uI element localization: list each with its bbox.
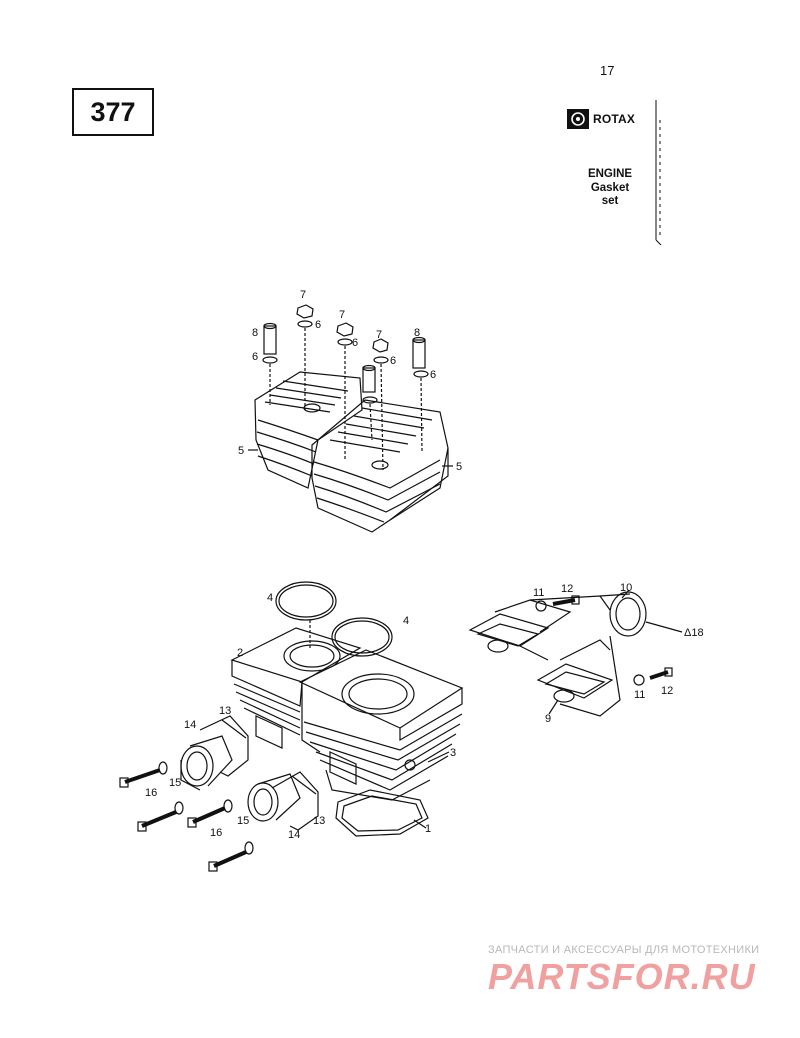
callout-14-right: 14 bbox=[288, 829, 300, 841]
exhaust-manifold bbox=[468, 591, 647, 717]
rotax-logo-text: ROTAX bbox=[593, 112, 636, 126]
callout-7-c: 7 bbox=[376, 329, 382, 341]
title-line-3: set bbox=[601, 195, 619, 207]
callout-10: 10 bbox=[620, 582, 632, 594]
callout-5-left: 5 bbox=[238, 445, 244, 457]
callout-11-bottom: 11 bbox=[634, 689, 645, 701]
callout-7-a: 7 bbox=[300, 289, 306, 301]
rotax-logo: ROTAX bbox=[567, 108, 651, 130]
cylinder-block bbox=[230, 627, 464, 801]
intake-bolts bbox=[119, 761, 254, 872]
title-line-2: Gasket bbox=[590, 181, 630, 194]
callout-9: 9 bbox=[545, 713, 551, 725]
callout-2: 2 bbox=[237, 647, 243, 659]
side-rule bbox=[655, 100, 662, 245]
page-number: 17 bbox=[600, 63, 615, 78]
callout-13-left: 13 bbox=[219, 705, 231, 717]
watermark-brand: PARTSFOR.RU bbox=[488, 956, 756, 997]
section-title: ENGINE Gasket set bbox=[575, 168, 645, 209]
o-ring-left bbox=[275, 581, 337, 621]
intake-manifold-right bbox=[247, 771, 319, 831]
callout-3: 3 bbox=[450, 747, 456, 759]
watermark-tagline: ЗАПЧАСТИ И АКСЕССУАРЫ ДЛЯ МОТОТЕХНИКИ bbox=[488, 944, 760, 956]
callout-12-top: 12 bbox=[561, 583, 573, 595]
callout-14-left: 14 bbox=[184, 719, 196, 731]
cylinder-head-right bbox=[311, 399, 449, 533]
callout-8-right: 8 bbox=[414, 327, 420, 339]
callout-6-c: 6 bbox=[352, 337, 358, 349]
callout-8-left: 8 bbox=[252, 327, 258, 339]
callout-16-left: 16 bbox=[145, 787, 157, 799]
callout-16-right: 16 bbox=[210, 827, 222, 839]
callout-6-d: 6 bbox=[390, 355, 396, 367]
callout-6-e: 6 bbox=[430, 369, 436, 381]
base-gasket bbox=[335, 789, 429, 837]
callout-4-left: 4 bbox=[267, 592, 273, 604]
callout-12-bottom: 12 bbox=[661, 685, 673, 697]
intake-manifold-left bbox=[180, 715, 249, 791]
callout-15-right: 15 bbox=[237, 815, 249, 827]
title-line-1: ENGINE bbox=[587, 168, 633, 180]
rotax-emblem-icon bbox=[567, 109, 589, 129]
watermark: ЗАПЧАСТИ И АКСЕССУАРЫ ДЛЯ МОТОТЕХНИКИ PA… bbox=[488, 944, 788, 996]
cylinder-head-left bbox=[254, 371, 363, 489]
callout-6-a: 6 bbox=[252, 351, 258, 363]
head-fasteners bbox=[262, 304, 429, 471]
callout-18: Δ18 bbox=[684, 627, 704, 639]
callout-4-right: 4 bbox=[403, 615, 409, 627]
callout-7-b: 7 bbox=[339, 309, 345, 321]
model-number-box: 377 bbox=[72, 88, 154, 136]
callout-13-right: 13 bbox=[313, 815, 325, 827]
exhaust-fasteners bbox=[535, 595, 673, 686]
o-ring-right bbox=[331, 617, 393, 657]
callout-5-right: 5 bbox=[456, 461, 462, 473]
callout-1: 1 bbox=[425, 823, 431, 835]
callout-11-top: 11 bbox=[533, 587, 544, 599]
callout-6-b: 6 bbox=[315, 319, 321, 331]
callout-15-left: 15 bbox=[169, 777, 181, 789]
